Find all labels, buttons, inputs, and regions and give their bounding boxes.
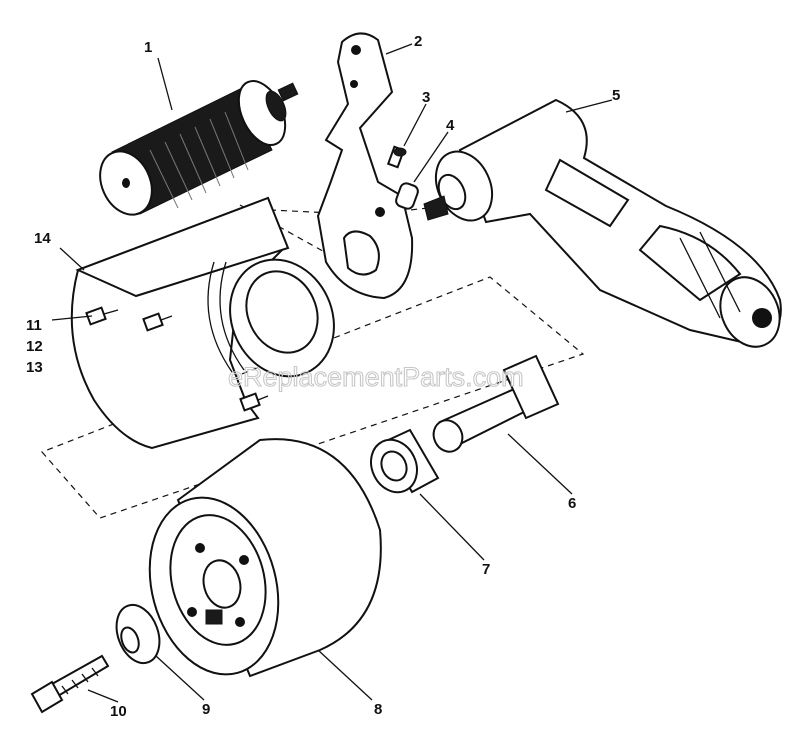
callout-4: 4: [446, 117, 455, 134]
leader-lines: [51, 43, 613, 703]
handle-grip-part: [99, 80, 299, 216]
contact-wheel-part: [148, 438, 382, 678]
callout-13: 13: [26, 359, 43, 376]
pin-part: [395, 182, 419, 210]
callout-14: 14: [34, 230, 51, 247]
callout-6: 6: [568, 495, 576, 512]
spacer-tube-part: [432, 354, 560, 453]
watermark-text: eReplacementParts.com: [228, 362, 524, 392]
arm-bracket-part: [316, 32, 414, 300]
callout-12: 12: [26, 338, 43, 355]
callout-9: 9: [202, 701, 210, 718]
callout-2: 2: [414, 33, 422, 50]
callout-5: 5: [612, 87, 620, 104]
bolt-part: [30, 654, 110, 714]
callout-11: 11: [26, 317, 42, 334]
small-screw-part: [386, 145, 407, 169]
callout-8: 8: [374, 701, 382, 718]
bushing-part: [370, 428, 440, 494]
callout-7: 7: [482, 561, 490, 578]
air-motor-part: [423, 98, 782, 348]
callout-labels: 1 2 3 4 5 6 7 8 9 10 11 12 13 14: [26, 33, 620, 720]
callout-1: 1: [144, 39, 152, 56]
washer-part: [115, 603, 161, 665]
callout-10: 10: [110, 703, 127, 720]
guard-screws-part: [85, 306, 269, 412]
callout-3: 3: [422, 89, 430, 106]
guard-part: [70, 196, 335, 450]
